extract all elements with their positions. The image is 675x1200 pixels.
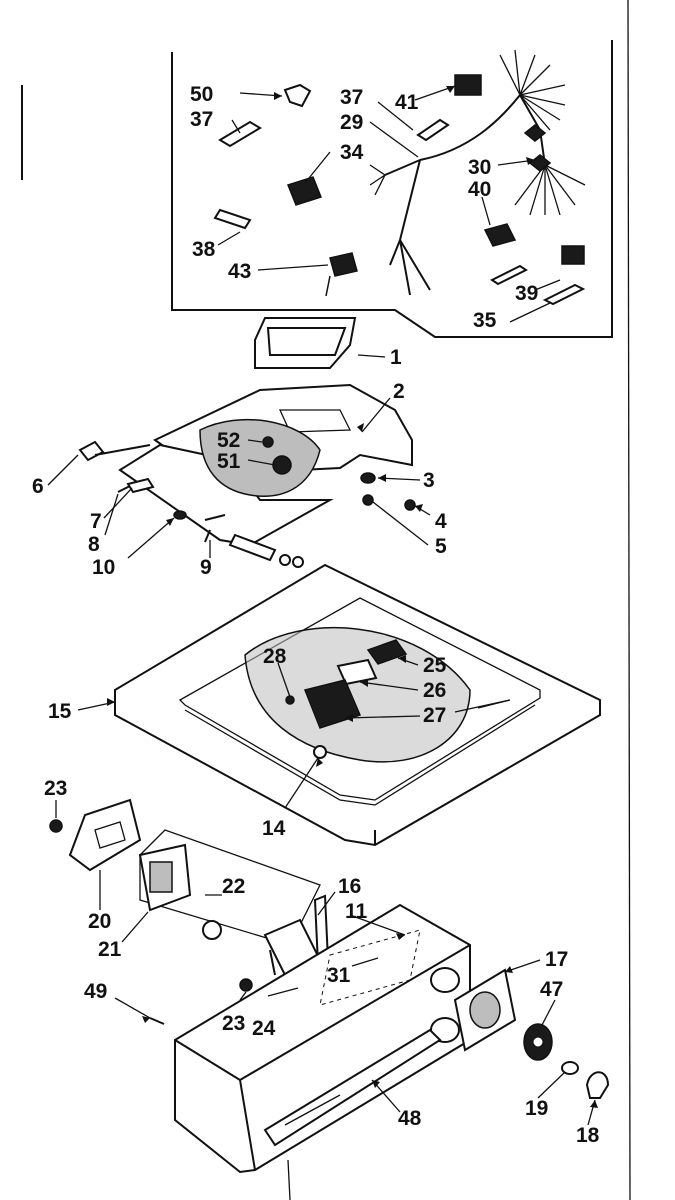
part-26-bracket	[336, 658, 378, 686]
callout-28: 28	[263, 645, 287, 668]
part-22-knob	[202, 920, 222, 940]
leader-lines	[47, 85, 596, 1126]
callout-10: 10	[92, 556, 115, 579]
callout-18: 18	[576, 1124, 600, 1147]
callout-29: 29	[340, 111, 363, 134]
part-37-connector	[218, 120, 262, 148]
callout-40: 40	[468, 178, 491, 201]
callout-4: 4	[435, 510, 447, 533]
callout-25: 25	[423, 654, 447, 677]
callout-17: 17	[545, 948, 568, 971]
part-8-clip	[117, 485, 131, 493]
callout-48: 48	[398, 1107, 422, 1130]
wire-harness	[369, 49, 586, 296]
callout-52: 52	[217, 429, 240, 452]
callout-20: 20	[88, 910, 111, 933]
part-35-terminal	[542, 283, 586, 306]
part-18-knob	[585, 1071, 610, 1099]
part-37b-terminal	[416, 118, 450, 142]
callout-41: 41	[395, 91, 419, 114]
callout-22: 22	[222, 875, 245, 898]
part-21-panel	[138, 829, 321, 946]
callout-5: 5	[435, 535, 447, 558]
callout-16: 16	[338, 875, 361, 898]
callout-51: 51	[217, 450, 241, 473]
part-console-body	[174, 903, 471, 1174]
scan-line-right	[627, 0, 631, 1200]
callout-8: 8	[88, 533, 100, 556]
callout-7: 7	[90, 510, 102, 533]
part-10-washer	[173, 510, 187, 520]
callout-24: 24	[252, 1017, 276, 1040]
callout-30: 30	[468, 156, 491, 179]
part-49-screw	[149, 1017, 165, 1025]
callout-31: 31	[327, 964, 351, 987]
callout-50: 50	[190, 83, 213, 106]
callout-34: 34	[340, 141, 364, 164]
wire-harness-box	[171, 40, 613, 338]
part-40-relay	[483, 223, 517, 247]
callout-43: 43	[228, 260, 251, 283]
scan-mark-bottom	[287, 1159, 291, 1200]
callout-35: 35	[473, 309, 497, 332]
part-15-top-cover	[114, 563, 601, 847]
callout-21: 21	[98, 938, 122, 961]
part-51-knob	[272, 455, 292, 475]
part-41-connector	[454, 74, 482, 96]
part-52-screw	[262, 436, 274, 448]
leader-arrowheads	[107, 86, 598, 1108]
part-27-lid-switch-housing	[303, 679, 362, 729]
part-5-nut	[362, 494, 374, 506]
part-28-screw	[285, 695, 295, 705]
part-20-bracket	[68, 798, 142, 872]
callout-23-bottom: 23	[222, 1012, 245, 1035]
part-39-connector	[561, 245, 585, 265]
part-19-spring-clip	[561, 1061, 579, 1075]
callout-23-top: 23	[44, 777, 67, 800]
part-14-plug	[313, 745, 327, 759]
callout-19: 19	[525, 1097, 548, 1120]
part-23a-nut	[49, 819, 63, 833]
callout-38: 38	[192, 238, 216, 261]
part-48-trim-strip	[263, 1028, 442, 1147]
callout-39: 39	[515, 282, 538, 305]
callout-2: 2	[393, 380, 405, 403]
callout-labels: 50 37 37 41 29 34 30 40 38 43 39 35 1 2 …	[32, 83, 600, 1147]
part-25-switch	[366, 639, 408, 665]
callout-37-left: 37	[190, 108, 213, 131]
part-43-connector	[325, 252, 358, 297]
callout-14: 14	[262, 817, 286, 840]
part-3-grommet	[360, 472, 376, 484]
callout-1: 1	[390, 346, 402, 369]
part-9-bracket	[204, 514, 304, 568]
callout-49: 49	[84, 980, 107, 1003]
part-34-switch-block	[287, 176, 322, 206]
callout-27: 27	[423, 704, 446, 727]
callout-26: 26	[423, 679, 446, 702]
callout-3: 3	[423, 469, 435, 492]
callout-47: 47	[540, 978, 563, 1001]
callout-11: 11	[345, 900, 368, 923]
callout-6: 6	[32, 475, 44, 498]
part-23b-nut	[239, 978, 253, 992]
callout-9: 9	[200, 556, 212, 579]
callout-15: 15	[48, 700, 72, 723]
callout-37-right: 37	[340, 86, 363, 109]
part-38-connector	[213, 208, 252, 230]
part-17-bezel	[453, 968, 517, 1052]
part-36-terminal	[490, 264, 528, 286]
part-2-control-panel-base	[118, 383, 413, 547]
part-1-bracket-box	[254, 317, 357, 369]
part-47-dial	[523, 1023, 553, 1061]
part-6-cord-clamp	[78, 440, 151, 462]
part-50-terminal	[283, 83, 312, 108]
part-4-screw	[404, 499, 416, 511]
